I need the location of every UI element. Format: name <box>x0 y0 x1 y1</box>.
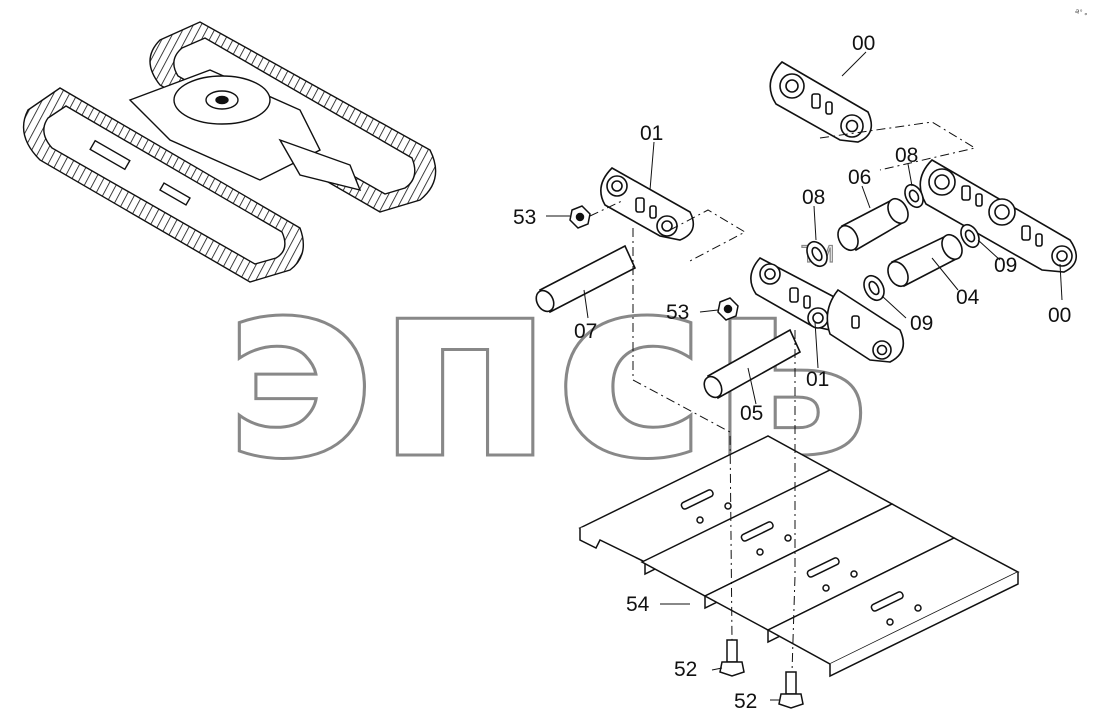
callout-08-left: 08 <box>802 186 825 209</box>
bushing-04 <box>887 233 963 288</box>
callout-08-top: 08 <box>895 144 918 167</box>
callout-52-a: 52 <box>674 658 697 681</box>
callout-06: 06 <box>848 166 871 189</box>
pin-07 <box>535 244 637 314</box>
callout-53-top: 53 <box>513 206 536 229</box>
assembly-lines <box>589 121 977 673</box>
callouts: 00 00 01 01 04 05 06 07 08 08 09 09 52 5… <box>513 32 1071 713</box>
bushing-06 <box>837 197 909 252</box>
undercarriage-illustration <box>22 21 437 283</box>
link-01-upper <box>600 167 695 241</box>
callout-00-top: 00 <box>852 32 875 55</box>
seals <box>806 183 980 302</box>
callout-09-mid: 09 <box>910 312 933 335</box>
callout-07: 07 <box>574 320 597 343</box>
callout-54: 54 <box>626 593 650 616</box>
callout-09-right: 09 <box>994 254 1017 277</box>
bolt-52-a <box>719 639 745 677</box>
callout-05: 05 <box>740 402 763 425</box>
nut-53-mid <box>717 297 739 321</box>
callout-01-top: 01 <box>640 122 663 145</box>
callout-52-b: 52 <box>734 690 757 713</box>
callout-00-right: 00 <box>1048 304 1071 327</box>
link-01-lower-pair <box>826 288 905 363</box>
link-00-right <box>919 158 1077 273</box>
link-01-lower <box>750 257 845 331</box>
leader-lines <box>546 51 1063 701</box>
track-shoes-54 <box>578 435 1020 678</box>
callout-04: 04 <box>956 286 980 309</box>
callout-01-mid: 01 <box>806 368 829 391</box>
corner-mark: a° ∘ <box>1074 7 1089 19</box>
pin-05 <box>703 328 802 400</box>
link-00-top <box>769 60 873 143</box>
nut-53-top <box>569 205 591 229</box>
callout-53-mid: 53 <box>666 301 689 324</box>
bolt-52-b <box>778 671 804 709</box>
